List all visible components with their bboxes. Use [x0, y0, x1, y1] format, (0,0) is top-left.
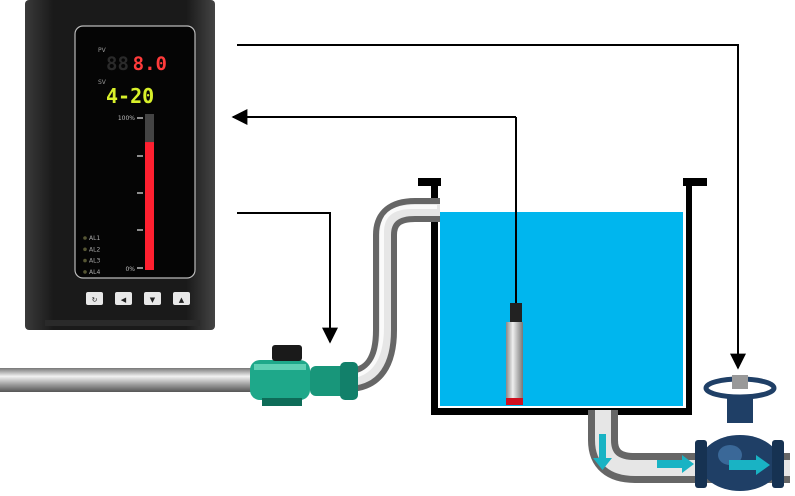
controller-button[interactable]	[144, 292, 161, 305]
left-icon: ◀	[121, 296, 127, 304]
flow-arrow-right	[729, 455, 770, 475]
alarm-led	[83, 247, 87, 252]
alarm-label: AL4	[89, 269, 100, 276]
flow-arrow-right	[657, 455, 694, 473]
alarm-label: AL1	[89, 235, 100, 242]
level-probe	[506, 117, 523, 405]
flow-arrow-down	[593, 434, 612, 470]
pump	[250, 345, 358, 406]
signal-line-to-pump	[237, 212, 338, 344]
valve	[695, 375, 784, 491]
alarm-led	[83, 236, 87, 240]
down-icon: ▼	[150, 296, 156, 304]
pv-dim-digits: 88	[106, 53, 129, 75]
up-icon: ▲	[179, 296, 185, 304]
alarm-led	[83, 270, 87, 274]
level-bar	[145, 142, 154, 270]
alarm-label: AL2	[89, 246, 100, 253]
inlet-pipe	[0, 198, 440, 392]
pv-label: PV	[98, 47, 107, 54]
sv-value: 4-20	[106, 84, 154, 108]
alarm-label: AL3	[89, 258, 100, 265]
sv-label: SV	[98, 79, 107, 86]
controller-button[interactable]	[173, 292, 190, 305]
alarm-led	[83, 258, 87, 263]
water	[440, 212, 683, 406]
cycle-icon: ↻	[92, 296, 98, 304]
signal-line-to-valve	[237, 44, 746, 370]
bar-bottom-label: 0%	[125, 266, 135, 273]
controller-button[interactable]	[115, 292, 132, 305]
controller-button[interactable]	[86, 292, 103, 305]
pv-value: 8.0	[133, 53, 167, 75]
bar-top-label: 100%	[118, 115, 135, 122]
